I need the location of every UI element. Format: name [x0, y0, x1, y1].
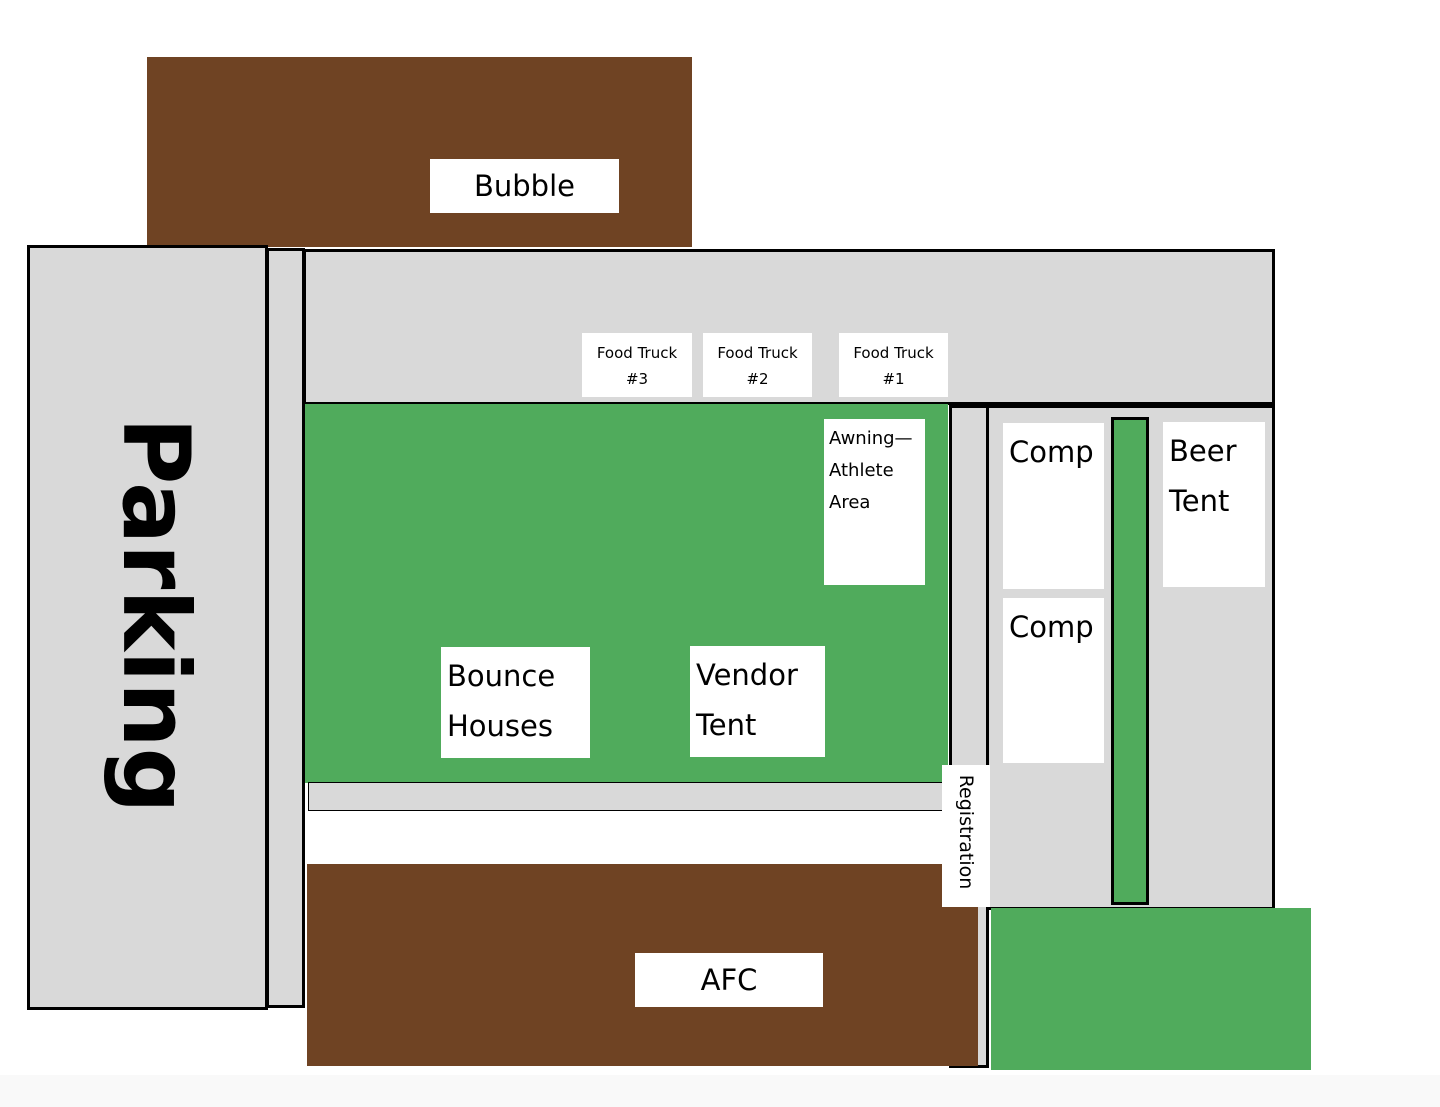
- comp-area-2: Comp: [1003, 598, 1104, 763]
- food-truck-3-name: Food Truck: [596, 344, 678, 362]
- bounce-line1: Bounce: [447, 659, 556, 693]
- food-truck-3: Food Truck #3: [582, 333, 692, 397]
- food-truck-1: Food Truck #1: [839, 333, 948, 397]
- registration-booth: [942, 765, 990, 907]
- bottom-walkway: [308, 782, 944, 811]
- food-truck-2: Food Truck #2: [703, 333, 812, 397]
- bubble-area: [147, 57, 692, 247]
- awning-line3: Area: [829, 492, 871, 513]
- afc-label: AFC: [635, 953, 823, 1007]
- bounce-line2: Houses: [447, 709, 553, 743]
- food-truck-2-name: Food Truck: [717, 344, 798, 362]
- green-strip: [1111, 417, 1149, 905]
- food-truck-1-name: Food Truck: [853, 344, 934, 362]
- bottom-margin: [0, 1075, 1440, 1107]
- food-truck-1-number: #1: [882, 370, 905, 388]
- parking-label: Parking: [102, 417, 209, 814]
- beer-line1: Beer: [1169, 434, 1237, 468]
- comp-area-1: Comp: [1003, 423, 1104, 589]
- bubble-label: Bubble: [430, 159, 619, 213]
- food-truck-3-number: #3: [625, 370, 649, 388]
- side-path: [266, 248, 305, 1008]
- awning-line1: Awning—: [829, 428, 913, 449]
- food-truck-2-number: #2: [746, 370, 769, 388]
- registration-label: Registration: [955, 774, 977, 890]
- green-lawn: [991, 908, 1311, 1070]
- vendor-line2: Tent: [696, 708, 757, 742]
- vendor-line1: Vendor: [696, 658, 798, 692]
- parking-area: [27, 245, 268, 1010]
- beer-line2: Tent: [1169, 484, 1230, 518]
- awning-line2: Athlete: [829, 460, 894, 481]
